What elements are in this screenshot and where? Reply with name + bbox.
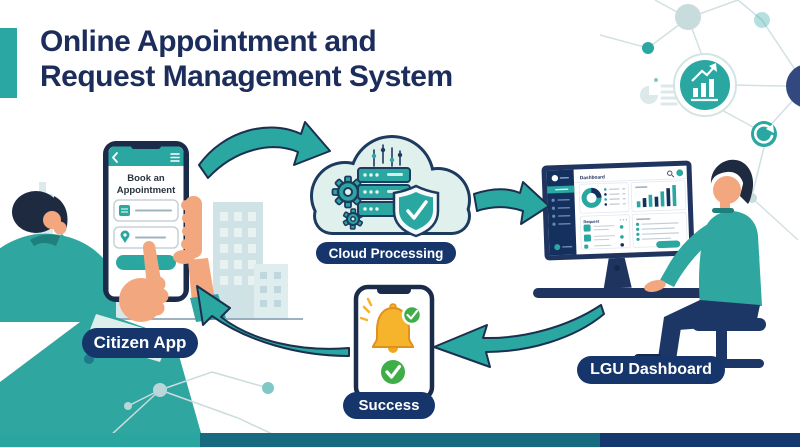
arrow-dashboard-to-success: [433, 304, 605, 368]
lgu-dashboard-label: LGU Dashboard: [577, 356, 725, 384]
request-card-title: Request: [583, 219, 600, 225]
network-decoration-bottom-left: [84, 354, 301, 447]
cloud-processing-label: Cloud Processing: [316, 242, 456, 264]
holding-hand: [173, 196, 215, 303]
success-phone: [353, 284, 435, 402]
back-icon: [111, 152, 118, 163]
arrow-cloud-to-dashboard: [473, 181, 550, 225]
phone-notch: [377, 286, 411, 294]
user-avatar: [676, 169, 684, 177]
dashboard-action-button: [656, 240, 681, 249]
dashboard-sidebar: [546, 169, 577, 256]
request-list-card: Request: [579, 214, 631, 250]
citizen-app-label: Citizen App: [82, 328, 198, 358]
page-title-line1: Online Appointment and: [40, 25, 377, 58]
office-worker: [634, 159, 762, 363]
dashboard-screen-title: Dashboard: [580, 174, 605, 181]
donut-chart-card: [578, 182, 630, 214]
arrow-success-to-app: [196, 285, 350, 357]
footer-stripe: [0, 433, 800, 447]
search-icon: [667, 170, 673, 176]
page-title: Online Appointment and Request Managemen…: [40, 24, 453, 94]
phone-notch: [131, 143, 161, 149]
dashboard-monitor: Dashboard: [541, 160, 695, 289]
page-title-line2: Request Management System: [40, 60, 453, 93]
citizen-person: [0, 191, 116, 322]
check-badge-icon: [401, 304, 423, 326]
phone-screen-title-line1: Book an: [127, 173, 165, 184]
sliders-icon: [371, 144, 403, 167]
phone-header: [108, 146, 184, 166]
menu-icon: [170, 153, 180, 162]
citizen-phone: Book an Appointment: [103, 141, 189, 302]
phone-screen-title-line2: Appointment: [117, 185, 176, 196]
monitor-stand: [603, 257, 632, 289]
shield-check-icon: [392, 184, 440, 238]
arrow-app-to-cloud: [198, 121, 331, 179]
title-accent-bar: [0, 28, 17, 98]
success-label: Success: [343, 392, 435, 419]
date-field: [113, 199, 179, 222]
pie-list-decoration: [640, 78, 678, 106]
calendar-icon: [119, 205, 130, 216]
chart-node-icon: [673, 53, 737, 117]
desk: [533, 288, 729, 298]
location-pin-icon: [120, 230, 130, 243]
success-check-icon: [381, 360, 405, 384]
cloud-processing-illustration: [310, 135, 471, 238]
bar-chart-card: [630, 180, 687, 212]
refresh-node-icon: [751, 121, 777, 147]
network-nodes: [642, 4, 800, 203]
checklist-card: [631, 212, 688, 249]
gear-icon-small: [342, 208, 364, 230]
